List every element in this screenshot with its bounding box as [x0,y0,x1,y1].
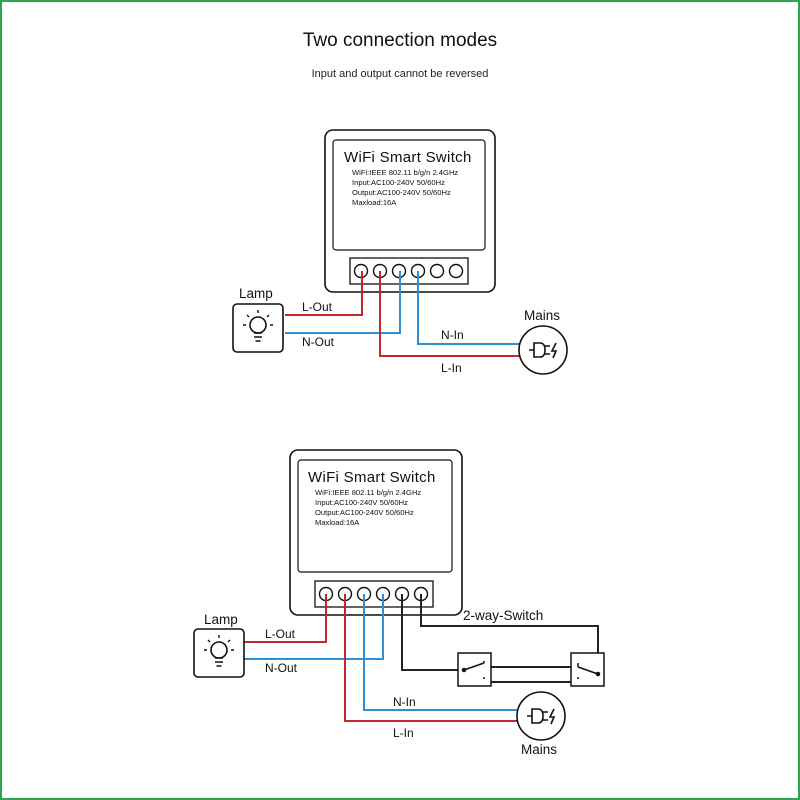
device-title-1: WiFi Smart Switch [344,149,472,166]
terminal-block-1 [349,257,469,285]
wire-l-out-2 [243,594,327,643]
wire-l-in-2 [344,594,517,722]
device-spec-1-output: Output:AC100-240V 50/60Hz [352,188,451,197]
label-n-in-1: N-In [441,328,464,342]
wire-l-in-1 [379,271,519,357]
device-spec-1-maxload: Maxload:16A [352,198,397,207]
wires-2 [243,594,599,722]
label-l-out-2: L-Out [265,627,296,641]
device-label-panel-1 [332,139,486,251]
label-lamp-1: Lamp [239,286,273,301]
device-spec-2-maxload: Maxload:16A [315,518,360,527]
wire-switch-traveler [490,666,571,683]
plug-icon [516,691,566,741]
label-l-in-2: L-In [393,726,414,740]
page-title: Two connection modes [302,30,498,51]
lightbulb-icon [193,628,245,678]
label-mains-2: Mains [521,742,557,757]
label-l-out-1: L-Out [302,300,333,314]
device-label-panel-2 [297,459,453,573]
lightbulb-icon [232,303,284,353]
label-two-way-switch: 2-way-Switch [463,608,543,623]
device-spec-2-input: Input:AC100-240V 50/60Hz [315,498,408,507]
diagram-mode-2: WiFi Smart Switch WiFi:IEEE 802.11 b/g/n… [193,449,605,757]
wire-l-out-1 [285,271,363,316]
page-subtitle: Input and output cannot be reversed [311,68,489,80]
label-l-in-1: L-In [441,361,462,375]
terminals-2 [318,586,429,602]
wire-n-in-1 [417,271,519,345]
label-n-out-1: N-Out [302,335,335,349]
wire-switch-a [401,594,460,671]
terminal-block-2 [314,580,434,608]
diagram-mode-1: WiFi Smart Switch WiFi:IEEE 802.11 b/g/n… [232,129,568,375]
wire-n-out-2 [243,594,384,660]
two-way-switch-icon [570,652,605,687]
label-n-out-2: N-Out [265,661,298,675]
label-n-in-2: N-In [393,695,416,709]
device-spec-1-wifi: WiFi:IEEE 802.11 b/g/n 2.4GHz [352,168,458,177]
svg-text:· · · · · ·: · · · · · · [508,225,547,250]
wire-n-in-2 [363,594,517,711]
device-title-2: WiFi Smart Switch [308,469,436,486]
device-spec-2-wifi: WiFi:IEEE 802.11 b/g/n 2.4GHz [315,488,421,497]
plug-icon [518,325,568,375]
label-mains-1: Mains [524,308,560,323]
device-spec-2-output: Output:AC100-240V 50/60Hz [315,508,414,517]
two-way-switch-icon [457,652,492,687]
wire-switch-b [420,594,599,656]
wires-1 [285,271,519,357]
label-lamp-2: Lamp [204,612,238,627]
device-spec-1-input: Input:AC100-240V 50/60Hz [352,178,445,187]
wire-n-out-1 [285,271,401,334]
